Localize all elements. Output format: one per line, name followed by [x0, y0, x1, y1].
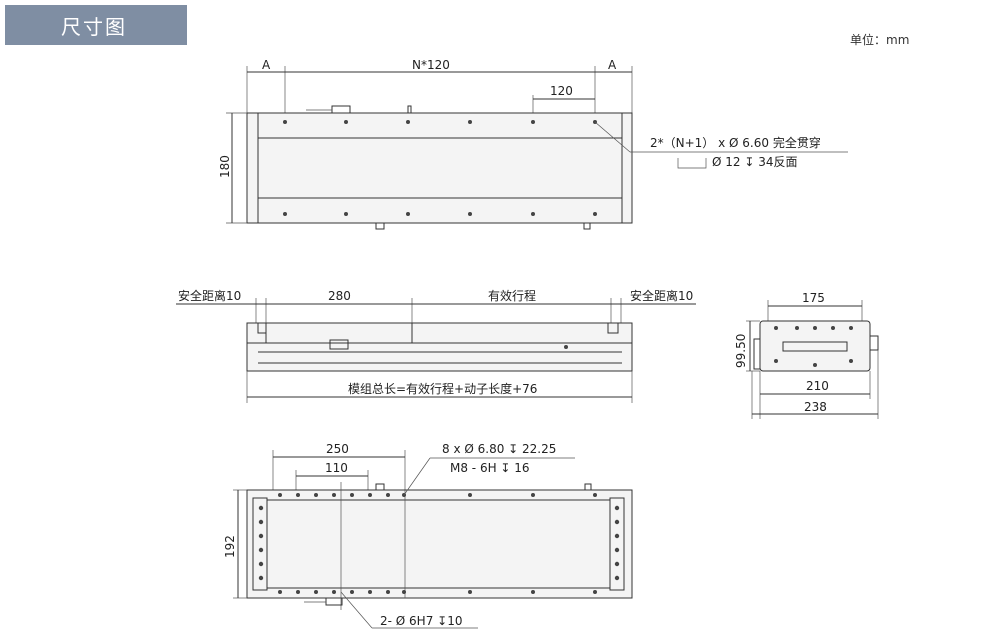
safety-right: 安全距离10	[630, 288, 693, 303]
side-view: 安全距离10 280 有效行程 安全距离10 模组总长=有效行程+动子长度+76	[176, 288, 696, 403]
dim-110: 110	[325, 461, 348, 475]
dim-height-180: 180	[218, 155, 232, 178]
dim-250: 250	[326, 442, 349, 456]
dim-pitch: 120	[550, 84, 573, 98]
effective-stroke: 有效行程	[488, 288, 536, 303]
total-length: 模组总长=有效行程+动子长度+76	[348, 381, 537, 396]
dim-a-right: A	[608, 58, 617, 72]
callout-holes: 8 x Ø 6.80 ↧ 22.25	[442, 442, 556, 456]
dim-pitch-total: N*120	[412, 58, 450, 72]
dim-210: 210	[806, 379, 829, 393]
safety-left: 安全距离10	[178, 288, 241, 303]
dim-slider-280: 280	[328, 289, 351, 303]
callout-counterbore: Ø 12 ↧ 34反面	[712, 155, 797, 169]
end-view: 175 99.50 210 238	[734, 291, 879, 419]
unit-label: 单位：mm	[850, 33, 910, 47]
callout-through-hole: 2*（N+1） x Ø 6.60 完全贯穿	[650, 135, 821, 150]
dim-a-left: A	[262, 58, 271, 72]
dim-238: 238	[804, 400, 827, 414]
dim-175: 175	[802, 291, 825, 305]
section-title: 尺寸图	[5, 5, 187, 45]
callout-thread: M8 - 6H ↧ 16	[450, 461, 530, 475]
dim-192: 192	[223, 535, 237, 558]
dim-99-50: 99.50	[734, 334, 748, 368]
bottom-view: 250 110 192 8	[223, 442, 633, 629]
top-view: A N*120 A 120 180 2*（N+1） x Ø 6.60 完全贯穿 …	[218, 58, 848, 230]
callout-pin: 2- Ø 6H7 ↧10	[380, 614, 462, 628]
